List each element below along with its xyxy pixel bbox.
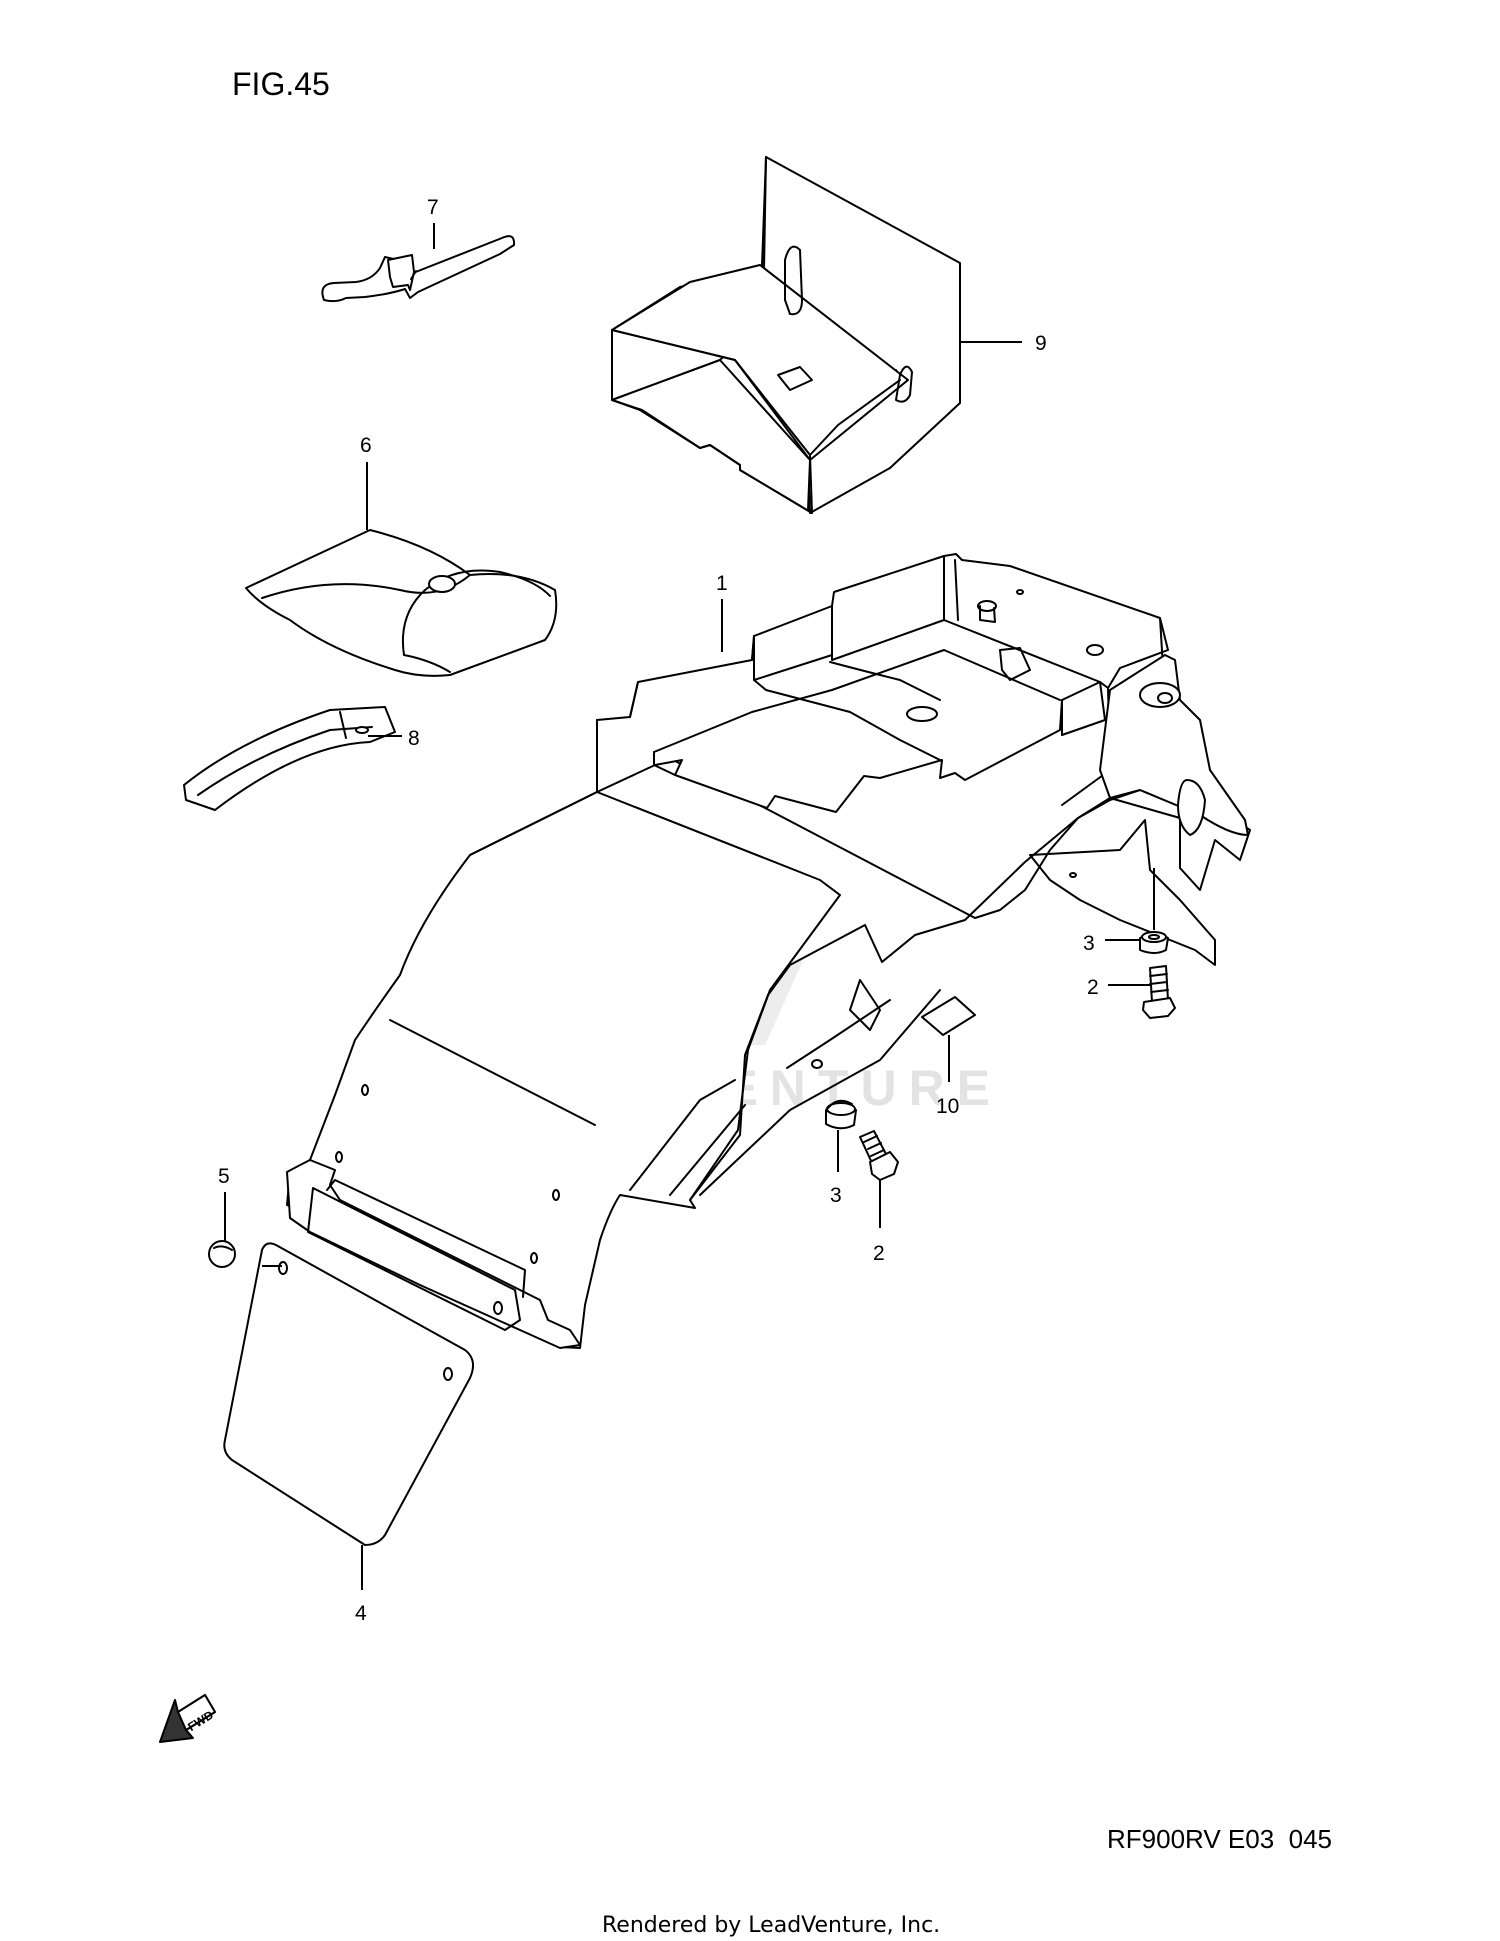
battery-tray-part	[611, 156, 961, 514]
forward-arrow-icon: FWD	[159, 1694, 216, 1743]
callout-3-center: 3	[830, 1184, 842, 1207]
callout-5: 5	[218, 1165, 230, 1188]
callout-6: 6	[360, 434, 372, 457]
rear-fender-part	[286, 553, 1251, 1349]
callout-9: 9	[1035, 332, 1047, 355]
cushion-right-part	[1139, 931, 1169, 954]
callout-2-right: 2	[1087, 976, 1099, 999]
callout-1: 1	[716, 572, 728, 595]
callout-7: 7	[427, 196, 439, 219]
figure-title: FIG.45	[232, 66, 330, 102]
grommet-part	[208, 1240, 236, 1268]
label-part	[921, 996, 976, 1036]
callout-2-center: 2	[873, 1242, 885, 1265]
mudflap-part	[223, 1242, 475, 1546]
tool-bag-part	[245, 529, 558, 677]
diagram-code: RF900RV E03 045	[1107, 1824, 1332, 1854]
callout-8: 8	[408, 727, 420, 750]
cushion-center-part	[825, 1099, 857, 1130]
band-part	[183, 706, 396, 811]
callout-10: 10	[936, 1095, 959, 1118]
footer-credit: Rendered by LeadVenture, Inc.	[602, 1913, 940, 1938]
spanner-part	[321, 235, 516, 303]
callout-4: 4	[355, 1602, 367, 1625]
callout-3-right: 3	[1083, 932, 1095, 955]
bolt-right-part	[1142, 965, 1176, 1019]
bolt-center-part	[859, 1130, 899, 1181]
